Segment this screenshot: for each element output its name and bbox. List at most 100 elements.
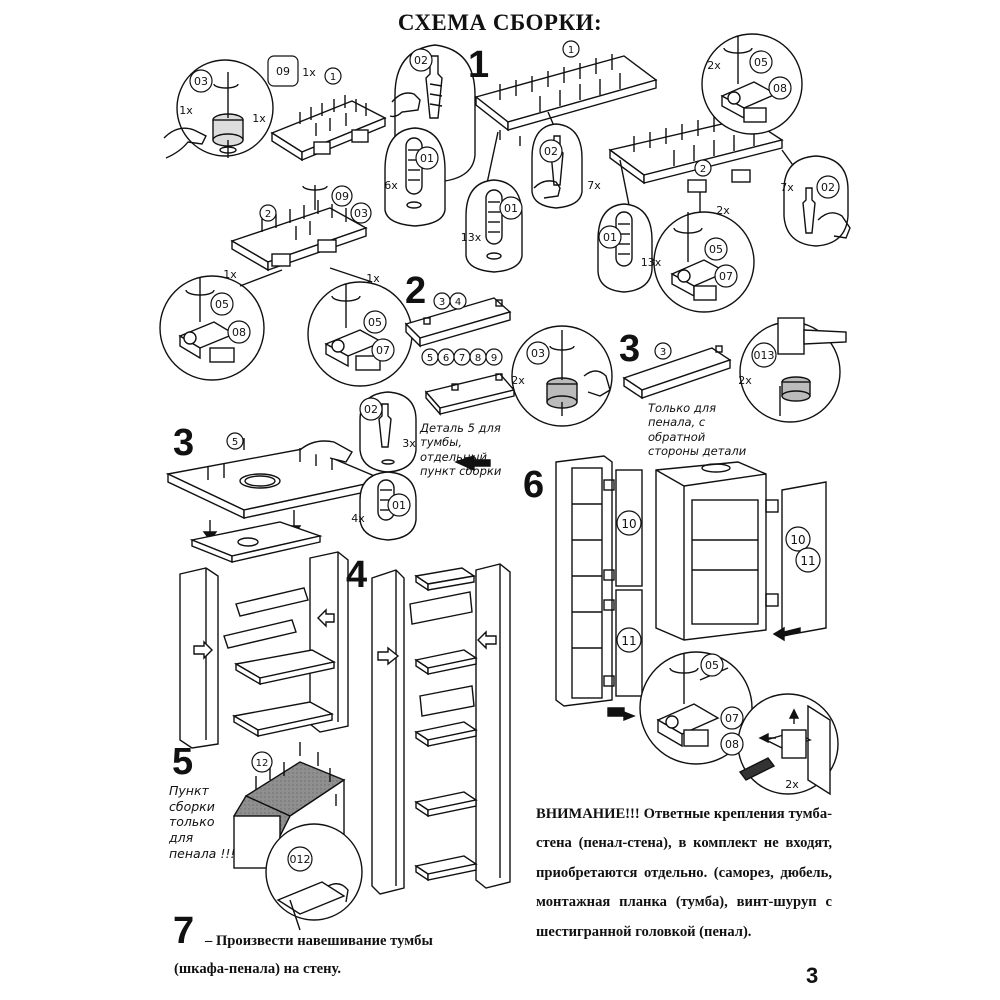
part-label-12: 12 (256, 758, 269, 769)
callout-dowel-right (597, 203, 653, 293)
fitting-label-09: 09 (276, 65, 290, 78)
fitting-labels: 09 03 02 01 09 03 05 08 05 07 05 08 01 0… (194, 54, 835, 866)
step3-penal-group (622, 317, 847, 423)
callout-dowel-13x (465, 179, 523, 273)
fitting-label-05: 05 (709, 243, 723, 256)
callout-dowel-small (384, 127, 446, 227)
step4-exploded-penal (371, 563, 511, 895)
qty-label: 2x (511, 374, 525, 387)
part-label-11: 11 (621, 634, 636, 648)
fitting-label-05: 05 (368, 316, 382, 329)
fitting-label-03: 03 (194, 75, 208, 88)
fitting-label-02: 02 (821, 181, 835, 194)
part-label-11: 11 (800, 554, 815, 568)
final-step-text-line2: (шкафа-пенала) на стену. (174, 961, 342, 977)
step-number-6: 6 (523, 464, 545, 506)
callout-hammer (739, 317, 847, 423)
fitting-label-01: 01 (392, 499, 406, 512)
part-label-1: 1 (568, 45, 574, 56)
part-label-9: 9 (491, 353, 497, 364)
callout-hinge-center (307, 267, 413, 387)
qty-label: 1x (302, 66, 316, 79)
fitting-label-05: 05 (705, 659, 719, 672)
callout-hinge-screwdriver (737, 693, 839, 796)
final-step-text-line1: – Произвести навешивание тумбы (205, 933, 433, 949)
qty-label: 2x (707, 59, 721, 72)
callout-wall-mount (265, 823, 363, 931)
part-label-2: 2 (700, 164, 706, 175)
step2-group (404, 297, 613, 427)
board-1-right (474, 54, 658, 189)
step4-exploded-cabinet (179, 521, 349, 749)
qty-label: 6x (384, 179, 398, 192)
fitting-label-01: 01 (504, 202, 518, 215)
step-number-3: 3 (619, 328, 641, 370)
qty-label: 1x (223, 268, 237, 281)
part-label-2: 2 (265, 209, 271, 220)
callout-cam-step2 (511, 325, 613, 427)
step-number-3: 3 (173, 422, 195, 464)
qty-label: 3x (402, 437, 416, 450)
fitting-label-01: 01 (420, 152, 434, 165)
part-number-labels: 1 1 2 2 3 4 5 6 7 8 9 3 5 12 10 11 10 11 (232, 45, 816, 769)
qty-label: 2x (716, 204, 730, 217)
assembled-penal (555, 455, 643, 722)
step-number-7: 7 (173, 910, 195, 952)
fitting-label-05: 05 (754, 56, 768, 69)
qty-label: 7x (780, 181, 794, 194)
fitting-label-07: 07 (719, 270, 733, 283)
note-detail-5: Деталь 5 для тумбы, отдельный пункт сбор… (420, 421, 502, 479)
fitting-label-02: 02 (544, 145, 558, 158)
part-label-6: 6 (443, 353, 449, 364)
page-number: 3 (806, 963, 819, 988)
qty-label: 13x (461, 231, 482, 244)
part-label-4: 4 (455, 297, 461, 308)
step-number-5: 5 (172, 741, 194, 783)
qty-label: 7x (587, 179, 601, 192)
panel-5-9 (424, 373, 516, 416)
callout-screw-right (783, 155, 851, 247)
fitting-label-012: 012 (290, 853, 311, 866)
callout-hinge-left (159, 269, 283, 381)
part-label-5: 5 (427, 353, 433, 364)
board-1-left (270, 95, 387, 162)
fitting-label-05: 05 (215, 298, 229, 311)
part-label-8: 8 (475, 353, 481, 364)
qty-label: 13x (641, 256, 662, 269)
step6-assembled (555, 455, 839, 796)
step-number-4: 4 (346, 554, 368, 596)
part-number-circles (189, 40, 840, 872)
fitting-label-02: 02 (364, 403, 378, 416)
warning-text: ВНИМАНИЕ!!! Ответные крепления тумба-сте… (536, 806, 832, 940)
board-2-left (230, 185, 368, 272)
callout-screw-7x (531, 123, 583, 209)
qty-label: 2x (738, 374, 752, 387)
fitting-label-013: 013 (754, 349, 775, 362)
fitting-label-08: 08 (232, 326, 246, 339)
fitting-label-07: 07 (376, 344, 390, 357)
quantity-labels: 1x 1x 1x 6x 1x 1x 2x 13x 7x 2x 7x 13x 2x… (179, 59, 799, 791)
fitting-label-03: 03 (531, 347, 545, 360)
part-label-7: 7 (459, 353, 465, 364)
fitting-label-08: 08 (773, 82, 787, 95)
part-label-10: 10 (790, 533, 805, 547)
callout-hinge-bottom (653, 211, 755, 313)
note-step-5: Пункт сборки только для пенала !!! (169, 783, 236, 861)
fitting-label-07: 07 (725, 712, 739, 725)
part-label-1: 1 (330, 72, 336, 83)
step5-group (232, 742, 363, 931)
part-label-5: 5 (232, 437, 238, 448)
fitting-label-02: 02 (414, 54, 428, 67)
panel-3-4 (404, 297, 512, 348)
step-number-2: 2 (405, 270, 427, 312)
fitting-label-09: 09 (335, 190, 349, 203)
qty-label: 1x (252, 112, 266, 125)
qty-label: 1x (179, 104, 193, 117)
part-label-10: 10 (621, 517, 636, 531)
part-label-3: 3 (439, 297, 445, 308)
part-label-3: 3 (660, 347, 666, 358)
note-penal-only: Только для пенала, с обратной стороны де… (648, 401, 747, 459)
qty-label: 2x (785, 778, 799, 791)
